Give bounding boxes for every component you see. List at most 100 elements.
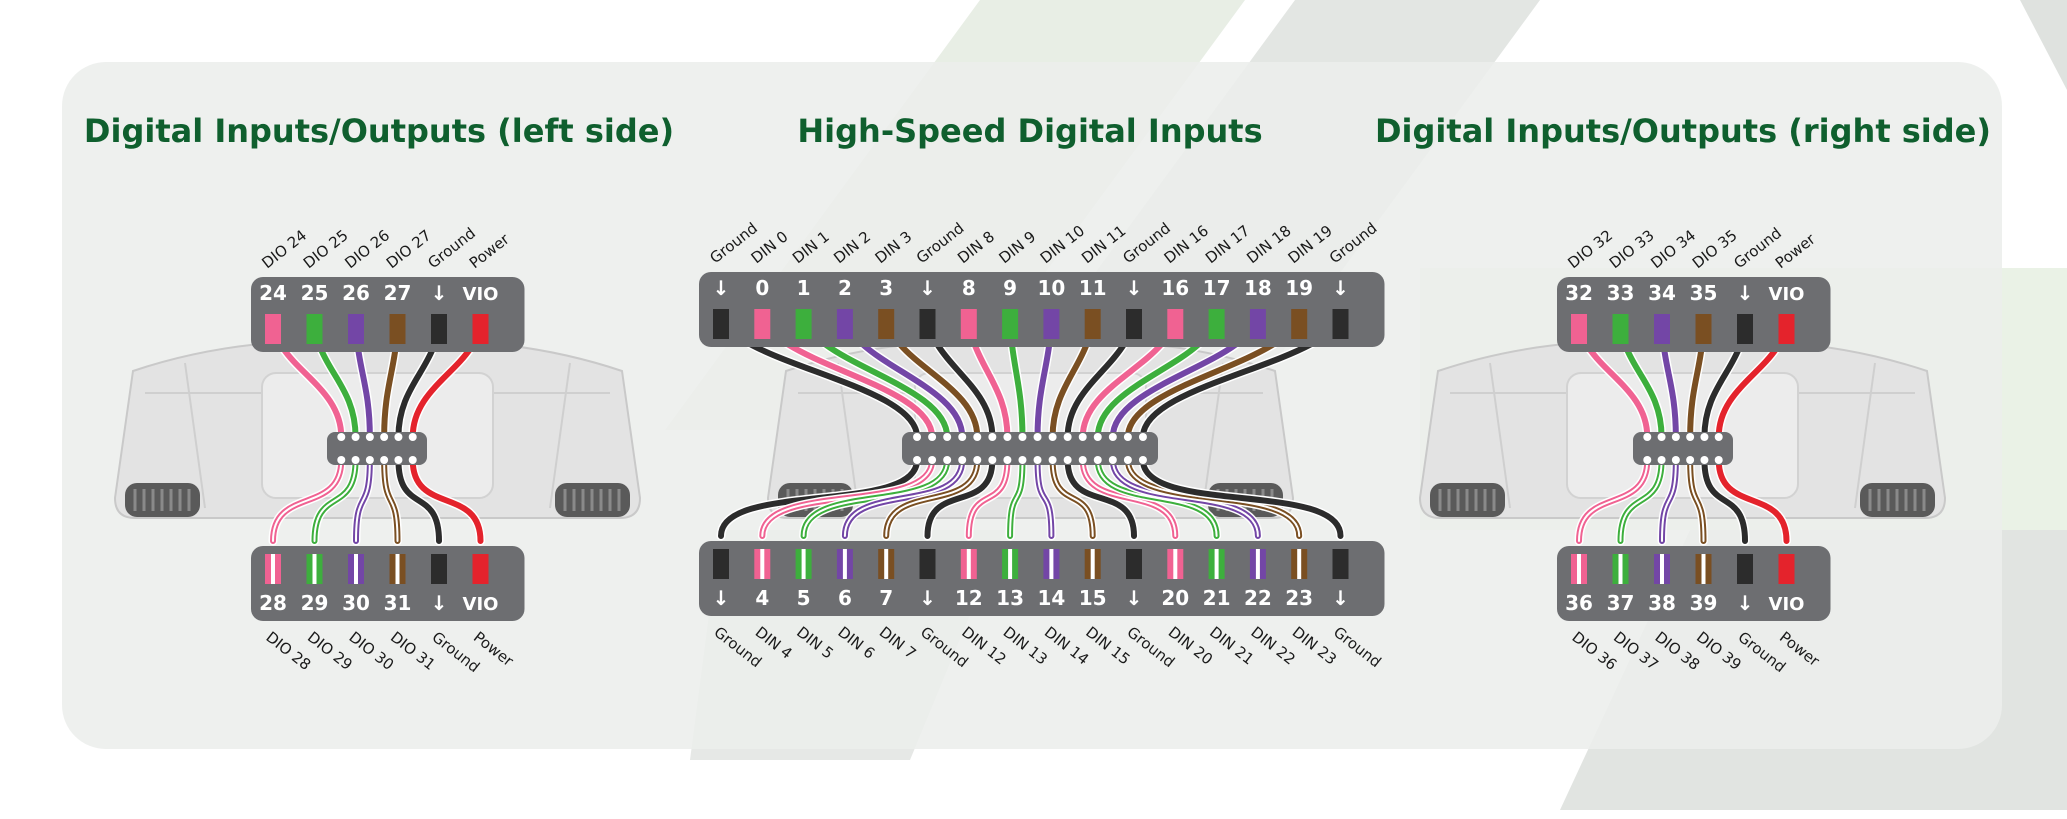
pin-number: VIO (463, 594, 499, 615)
ground-arrow-icon: ↓ (1332, 276, 1349, 300)
pin-color-swatch (713, 549, 729, 579)
pin-label: DIN 9 (995, 227, 1039, 267)
pin-number: 11 (1079, 276, 1107, 300)
wire-ground (924, 457, 996, 539)
pin-number: 38 (1648, 591, 1676, 615)
pin-number: VIO (463, 284, 499, 305)
pin-label: DIN 17 (1202, 222, 1253, 268)
pin-label: DIN 2 (830, 227, 874, 267)
ground-arrow-icon: ↓ (1737, 591, 1754, 615)
pin-number: 2 (838, 276, 852, 300)
ground-arrow-icon: ↓ (919, 586, 936, 610)
left-section-title: Digital Inputs/Outputs (left side) (83, 112, 675, 150)
pin-label: Ground (1330, 623, 1385, 671)
pin-number: 21 (1203, 586, 1231, 610)
pin-label: DIO 35 (1689, 226, 1741, 272)
pin-color-swatch (265, 314, 281, 344)
pin-color-swatch (1737, 554, 1753, 584)
wire-power (1715, 457, 1790, 544)
pin-label: DIO 27 (383, 226, 435, 272)
pin-label: DIN 5 (793, 623, 837, 663)
pin-label: DIO 25 (300, 226, 352, 272)
ground-arrow-icon: ↓ (431, 281, 448, 305)
pin-label: DIO 30 (346, 628, 398, 674)
pin-label: DIO 34 (1647, 226, 1699, 272)
pin-color-swatch (836, 309, 853, 339)
pin-label: DIO 38 (1652, 628, 1704, 674)
right-section-title: Digital Inputs/Outputs (right side) (1374, 112, 1992, 150)
pin-number: VIO (1769, 594, 1805, 615)
pin-number: 10 (1037, 276, 1065, 300)
pin-number: 33 (1607, 281, 1635, 305)
pin-color-swatch (431, 554, 447, 584)
ground-arrow-icon: ↓ (1737, 281, 1754, 305)
pin-label: DIN 10 (1037, 222, 1088, 268)
pin-number: 1 (797, 276, 811, 300)
pin-color-swatch (348, 314, 364, 344)
pin-label: DIO 31 (387, 628, 439, 674)
pin-color-swatch (1612, 314, 1629, 344)
pin-number: 13 (996, 586, 1024, 610)
pin-number: 18 (1244, 276, 1272, 300)
pin-color-swatch (431, 314, 447, 344)
pin-number: 28 (259, 591, 287, 615)
wire-ground (1701, 457, 1748, 544)
pin-number: 3 (879, 276, 893, 300)
left-device-body-illustration (113, 339, 642, 519)
pin-color-swatch (1002, 309, 1019, 339)
device-grip-left (125, 483, 200, 517)
pin-number: 22 (1244, 586, 1272, 610)
pin-color-swatch (1291, 309, 1308, 339)
pin-number: 19 (1285, 276, 1313, 300)
pin-number: 25 (301, 281, 329, 305)
pin-color-swatch (1249, 309, 1266, 339)
pin-label: DIN 14 (1041, 623, 1092, 669)
pin-number: 30 (342, 591, 370, 615)
pin-number: 9 (1003, 276, 1017, 300)
pin-number: 26 (342, 281, 370, 305)
pin-label: DIN 13 (1000, 623, 1051, 669)
pin-color-swatch (1654, 314, 1670, 344)
pin-number: 32 (1565, 281, 1593, 305)
pin-color-swatch (306, 314, 323, 344)
pin-number: 6 (838, 586, 852, 610)
pin-number: 8 (962, 276, 976, 300)
pin-label: DIN 18 (1243, 222, 1294, 268)
pin-color-swatch (795, 309, 812, 339)
pin-color-swatch (919, 309, 936, 339)
pin-label: DIN 7 (876, 623, 920, 663)
pin-label: DIN 22 (1247, 623, 1298, 669)
device-grip-left (1430, 483, 1505, 517)
pin-label: DIO 29 (304, 628, 356, 674)
pin-number: 34 (1648, 281, 1676, 305)
pin-label: Ground (1326, 219, 1381, 267)
pin-color-swatch (1695, 314, 1712, 344)
pin-color-swatch (472, 554, 489, 584)
pin-color-swatch (1084, 309, 1101, 339)
pin-number: 35 (1690, 281, 1718, 305)
pin-number: 0 (755, 276, 769, 300)
pin-label: DIO 26 (341, 226, 393, 272)
pin-label: DIO 33 (1606, 226, 1658, 272)
pin-number: 15 (1079, 586, 1107, 610)
pin-number: 5 (797, 586, 811, 610)
pin-color-swatch (1332, 309, 1349, 339)
pin-color-swatch (472, 314, 489, 344)
pin-color-swatch (1126, 309, 1142, 339)
pin-number: 7 (879, 586, 893, 610)
ground-arrow-icon: ↓ (1126, 586, 1143, 610)
pin-color-swatch (1737, 314, 1753, 344)
pin-number: 17 (1203, 276, 1231, 300)
ground-arrow-icon: ↓ (1332, 586, 1349, 610)
pin-number: VIO (1769, 284, 1805, 305)
pin-color-swatch (1332, 549, 1349, 579)
pin-label: DIO 32 (1564, 226, 1616, 272)
pin-number: 37 (1607, 591, 1635, 615)
pin-label: DIO 39 (1693, 628, 1745, 674)
wire-ground (395, 457, 442, 544)
center-cable-hub (902, 432, 1158, 465)
pin-color-swatch (960, 309, 977, 339)
